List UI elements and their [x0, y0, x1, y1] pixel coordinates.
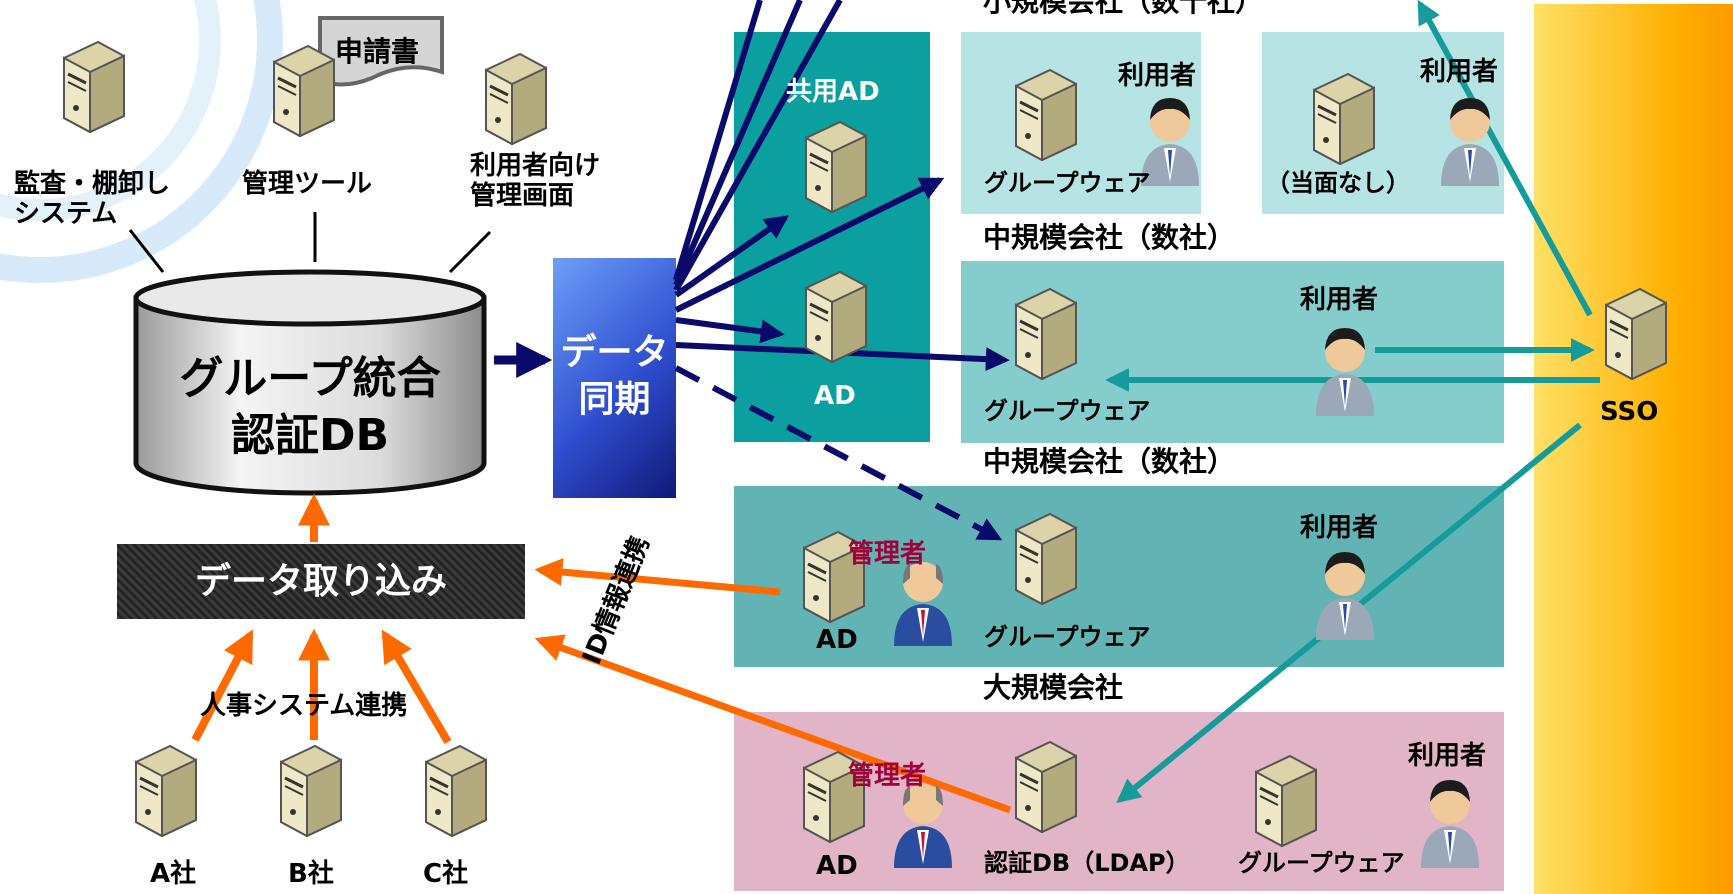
data-sync-label: データ 同期 — [560, 332, 669, 420]
auth-db-cylinder — [133, 269, 487, 496]
ad-server-icon — [805, 270, 867, 363]
medium1-groupware-server-icon — [1015, 287, 1077, 380]
medium2-ad-server-icon — [803, 530, 865, 623]
large-ad-server-icon — [803, 750, 865, 843]
application-form-label: 申請書 — [335, 35, 420, 68]
hr-system-link-label: 人事システム連携 — [200, 691, 408, 721]
medium2-groupware-label: グループウェア — [984, 623, 1151, 651]
medium2-admin-person-icon — [894, 562, 952, 646]
medium1-user-person-icon — [1316, 328, 1374, 416]
company-b-server-icon — [280, 744, 342, 837]
company-a-label: A社 — [150, 859, 197, 889]
sso-label: SSO — [1600, 397, 1659, 427]
large-admin-person-icon — [894, 784, 952, 868]
company-b-label: B社 — [288, 859, 334, 889]
large-groupware-label: グループウェア — [1238, 849, 1405, 877]
company-c-label: C社 — [423, 859, 469, 889]
small-user1-person-icon — [1141, 98, 1199, 186]
large-user-label: 利用者 — [1408, 741, 1487, 771]
medium2-user-person-icon — [1316, 552, 1374, 640]
medium1-user-label: 利用者 — [1300, 285, 1379, 315]
background-arcs — [0, 0, 283, 283]
audit-server-icon — [63, 40, 125, 133]
sso-server-icon — [1605, 287, 1667, 380]
small-user1-label: 利用者 — [1118, 61, 1197, 91]
data-import-label: データ取り込み — [194, 561, 447, 602]
medium2-title: 中規模会社（数社） — [983, 445, 1236, 478]
large-authdb-server-icon — [1015, 740, 1077, 833]
company-c-server-icon — [425, 744, 487, 837]
data-import-box — [117, 544, 525, 619]
small-user2-person-icon — [1441, 98, 1499, 186]
ad-label: AD — [814, 381, 856, 411]
large-title: 大規模会社 — [983, 671, 1124, 704]
small-user2-label: 利用者 — [1420, 57, 1499, 87]
medium2-ad-label: AD — [816, 625, 858, 655]
shared-ad-server-icon — [805, 120, 867, 213]
medium2-user-label: 利用者 — [1300, 513, 1379, 543]
medium1-groupware-label: グループウェア — [984, 397, 1151, 425]
user-admin-screen-label: 利用者向け 管理画面 — [470, 151, 601, 211]
large-authdb-label: 認証DB（LDAP） — [984, 849, 1190, 877]
small-company-title: 小規模会社（数十社） — [983, 0, 1264, 18]
large-admin-label: 管理者 — [848, 761, 927, 791]
user-admin-server-icon — [485, 52, 547, 145]
sso-column — [1534, 4, 1733, 894]
small-groupware-server-icon — [1015, 68, 1077, 161]
small-groupware-label: グループウェア — [984, 169, 1151, 197]
shared-ad-title: 共用AD — [786, 77, 880, 107]
admin-tool-server-icon — [273, 44, 335, 137]
medium1-title: 中規模会社（数社） — [983, 221, 1236, 254]
company-a-server-icon — [135, 744, 197, 837]
large-ad-label: AD — [816, 851, 858, 881]
admin-tool-label: 管理ツール — [242, 169, 373, 199]
large-user-person-icon — [1421, 780, 1479, 868]
auth-db-label: グループ統合 認証DB — [179, 353, 441, 462]
medium2-admin-label: 管理者 — [848, 539, 927, 569]
small-none-server-icon — [1313, 72, 1375, 165]
medium2-groupware-server-icon — [1015, 512, 1077, 605]
audit-system-label: 監査・棚卸し システム — [14, 169, 171, 229]
data-sync-box — [553, 258, 676, 498]
large-groupware-server-icon — [1255, 754, 1317, 847]
small-none-label: （当面なし） — [1266, 169, 1410, 197]
